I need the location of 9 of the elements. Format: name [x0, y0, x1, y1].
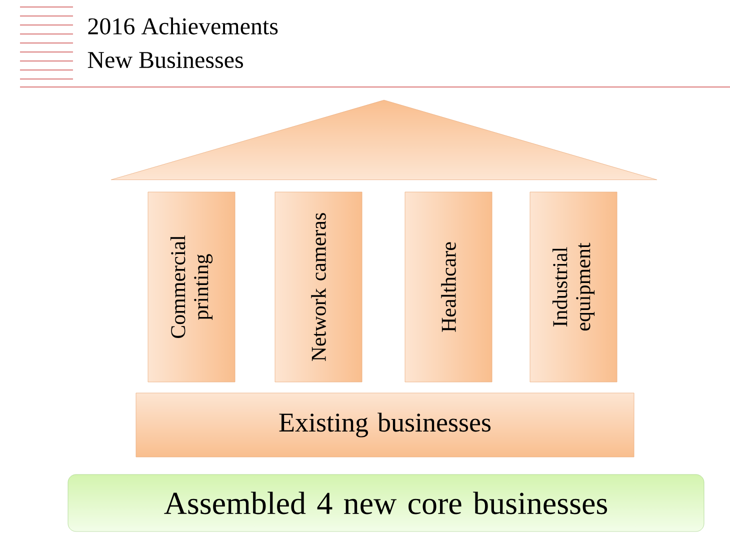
pillar-box: Healthcare [404, 192, 492, 382]
title: 2016 Achievements [88, 18, 278, 34]
subtitle: New Businesses [88, 52, 243, 68]
pillar-box: Network cameras [274, 192, 362, 382]
pillar-box: Commercial printing [148, 192, 236, 382]
pillar-box: Industrial equipment [530, 192, 618, 382]
summary-box: Assembled 4 new core businesses [68, 474, 704, 532]
roof-triangle [110, 100, 658, 180]
foundation-box: Existing businesses [136, 392, 634, 458]
